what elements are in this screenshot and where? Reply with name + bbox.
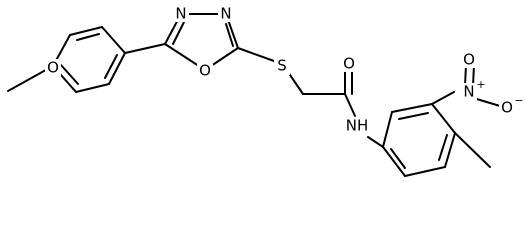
svg-text:−: − — [514, 94, 523, 107]
nitro-top-oxygen-label: O — [461, 51, 477, 69]
atom-labels: O N N O S O NH N + — [45, 5, 524, 135]
nitro-right-oxygen-label: O − — [499, 94, 524, 117]
chemical-structure-diagram: O N N O S O NH N + — [7, 5, 524, 177]
svg-text:+: + — [476, 78, 485, 91]
oxadiazole-oxygen-label: O — [197, 62, 213, 80]
svg-text:O: O — [199, 62, 211, 80]
svg-text:O: O — [343, 55, 355, 73]
svg-text:O: O — [463, 51, 475, 69]
nitro-nitrogen-label: N + — [461, 78, 486, 101]
amide-nh-label: NH — [345, 117, 369, 135]
oxadiazole-n3-label: N — [173, 5, 189, 23]
svg-text:O: O — [501, 99, 513, 117]
carbonyl-oxygen-label: O — [341, 55, 357, 73]
svg-text:N: N — [220, 5, 231, 23]
methoxy-oxygen-label: O — [45, 59, 61, 77]
oxadiazole-n4-label: N — [218, 5, 234, 23]
svg-text:NH: NH — [346, 117, 369, 135]
svg-text:N: N — [175, 5, 186, 23]
thioether-sulfur-label: S — [274, 57, 290, 75]
bond-lines — [7, 13, 501, 177]
svg-text:O: O — [47, 59, 59, 77]
svg-text:S: S — [277, 57, 287, 75]
svg-text:N: N — [463, 83, 474, 101]
